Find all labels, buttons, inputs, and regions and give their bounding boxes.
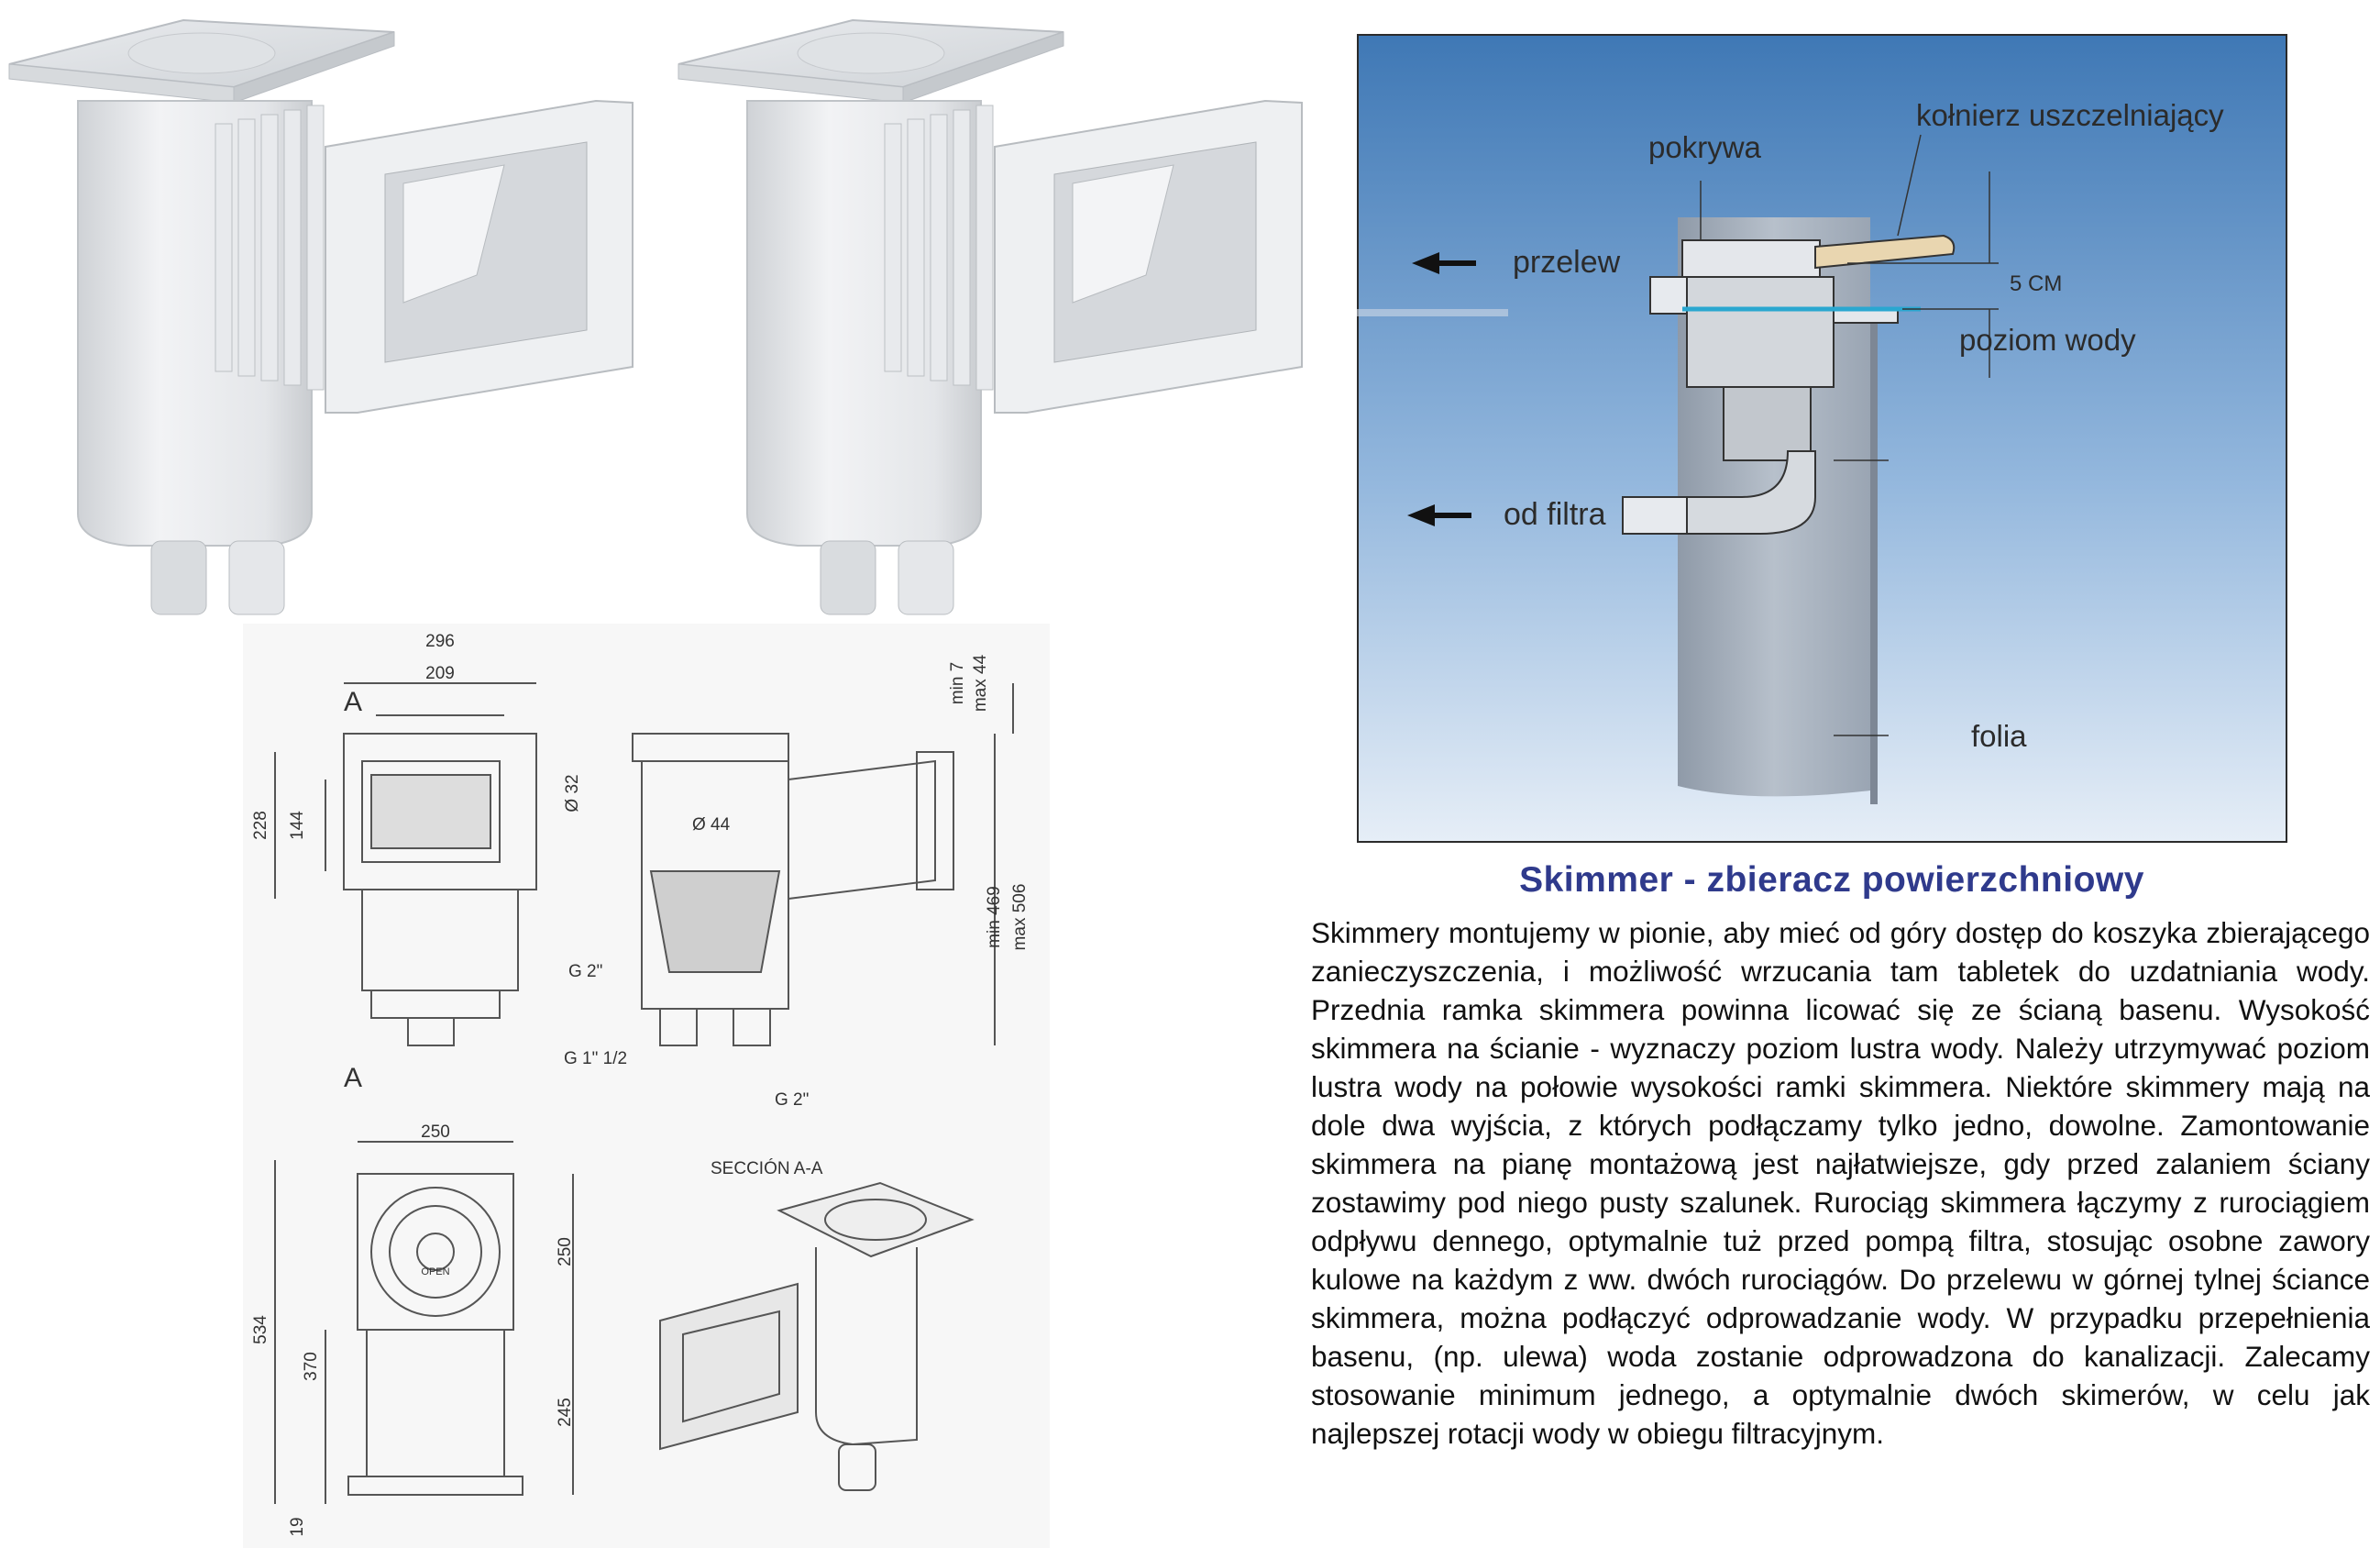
open-mark: OPEN [421, 1266, 449, 1277]
installation-diagram: pokrywa kołnierz uszczelniający przelew … [1357, 34, 2287, 843]
description-title: Skimmer - zbieracz powierzchniowy [1519, 860, 2144, 900]
label-seal-flange: kołnierz uszczelniający [1916, 98, 2224, 132]
dim-250-top: 250 [421, 1122, 450, 1142]
section-mark-a-bottom: A [344, 1063, 362, 1093]
dim-g2-bottom: G 2" [775, 1090, 809, 1110]
dim-19: 19 [288, 1517, 307, 1536]
dim-min7: min 7 [948, 662, 967, 704]
section-mark-a-top: A [344, 687, 362, 717]
label-from-filter: od filtra [1504, 497, 1606, 532]
section-title: SECCIÓN A-A [711, 1158, 823, 1178]
label-liner: folia [1971, 719, 2027, 753]
label-cover: pokrywa [1648, 130, 1762, 164]
dim-228: 228 [251, 811, 270, 840]
description-body: Skimmery montujemy w pionie, aby mieć od… [1311, 916, 2370, 1450]
dim-209: 209 [425, 664, 455, 683]
label-gap: 5 CM [2010, 271, 2062, 296]
technical-drawing: 296 209 A A 228 144 min 7 max 44 Ø 32 Ø … [243, 624, 1050, 1548]
dim-370: 370 [302, 1352, 321, 1381]
dim-max506: max 506 [1010, 884, 1030, 951]
dim-d32: Ø 32 [563, 774, 582, 812]
dim-296: 296 [425, 632, 455, 651]
label-water-level: poziom wody [1959, 323, 2136, 357]
dim-245: 245 [556, 1398, 575, 1427]
skimmer-photo-left [8, 18, 634, 615]
skimmer-photo-right [678, 18, 1303, 615]
dim-g2-left: G 2" [568, 962, 602, 981]
dim-d44: Ø 44 [692, 815, 731, 835]
dim-min469: min 469 [985, 886, 1004, 948]
dim-250-side: 250 [556, 1237, 575, 1266]
dim-144: 144 [288, 811, 307, 840]
dim-g1-half: G 1" 1/2 [564, 1049, 627, 1068]
dim-max44: max 44 [971, 654, 990, 712]
dim-534: 534 [251, 1315, 270, 1344]
label-overflow: przelew [1513, 245, 1621, 280]
